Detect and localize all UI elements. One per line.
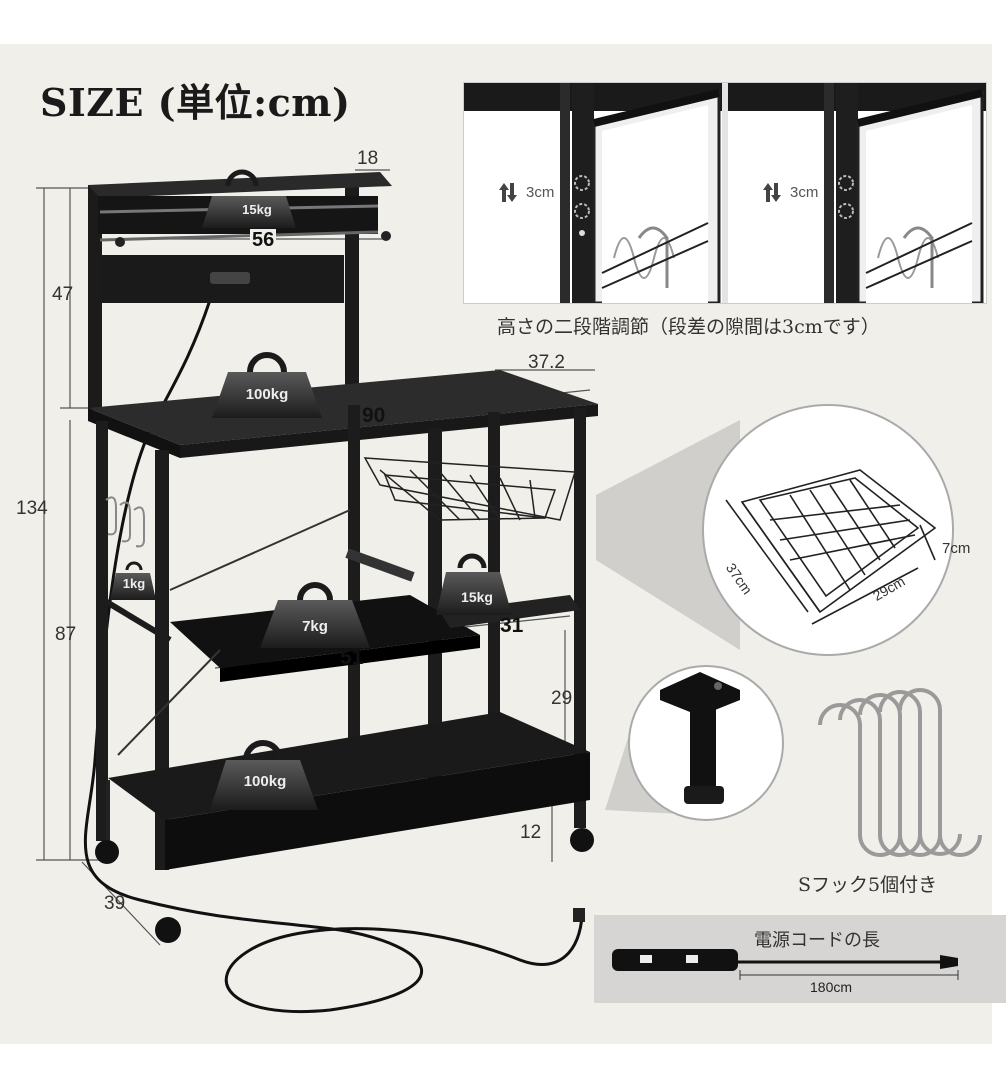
dim-top-depth: 18	[357, 148, 379, 169]
basket-zoom-view	[702, 404, 954, 656]
height-adjust-illustration	[464, 83, 986, 303]
updown-arrow-icon	[499, 183, 781, 202]
dim-bottom-clearance: 12	[520, 822, 542, 843]
right-margin	[992, 44, 1006, 1044]
weight-drawer	[436, 553, 512, 615]
dim-shelf-gap: 29	[551, 688, 573, 709]
dim-upper-height: 47	[52, 284, 74, 305]
dim-drawer-depth: 31	[500, 614, 524, 637]
dim-width: 90	[362, 404, 386, 427]
adjust-left-view	[464, 83, 724, 303]
weight-middle-label: 7kg	[302, 618, 328, 635]
weight-bottom	[210, 740, 318, 810]
weight-hook-label: 1kg	[122, 576, 146, 591]
hooks-caption: Sフック5個付き	[798, 874, 938, 896]
height-adjust-detail: 3cm 3cm	[463, 82, 987, 304]
dim-drawer-width: 51	[340, 646, 364, 669]
adjust-right-view	[728, 83, 986, 303]
dim-base-depth: 39	[104, 893, 126, 914]
dim-total-height: 134	[16, 498, 48, 519]
foot-zoom-view	[628, 665, 784, 821]
cord-length: 180cm	[810, 979, 853, 995]
s-hooks-icon	[818, 688, 982, 857]
weight-bottom-label: 100kg	[243, 773, 287, 790]
weight-upper	[212, 352, 322, 418]
adjust-right-label: 3cm	[790, 184, 819, 201]
weight-upper-label: 100kg	[245, 386, 289, 403]
rack-illustration	[36, 169, 982, 1013]
side-hooks	[105, 496, 145, 548]
adjust-left-label: 3cm	[526, 184, 555, 201]
top-hutch	[88, 172, 392, 410]
drawer-slide	[345, 548, 415, 582]
wire-basket	[363, 457, 576, 521]
cord-detail-drawing	[612, 949, 959, 980]
weight-middle	[260, 582, 370, 648]
basket-height-label: 7cm	[942, 540, 971, 557]
weight-hook	[110, 561, 156, 600]
weight-top-label: 15kg	[242, 202, 272, 217]
weight-top	[202, 169, 296, 228]
page-title: SIZE (単位:cm)	[40, 80, 351, 125]
weight-drawer-label: 15kg	[461, 589, 493, 605]
height-adjust-caption: 高さの二段階調節（段差の隙間は3cmです）	[497, 316, 880, 338]
cord-label: 電源コードの長	[754, 930, 880, 951]
rack-frame	[88, 370, 598, 943]
dim-top-width: 56	[250, 229, 277, 252]
basket-zoom-connector	[596, 420, 740, 650]
power-cord	[83, 299, 584, 1013]
dim-depth: 37.2	[528, 352, 565, 373]
dim-lower-height: 87	[55, 624, 77, 645]
